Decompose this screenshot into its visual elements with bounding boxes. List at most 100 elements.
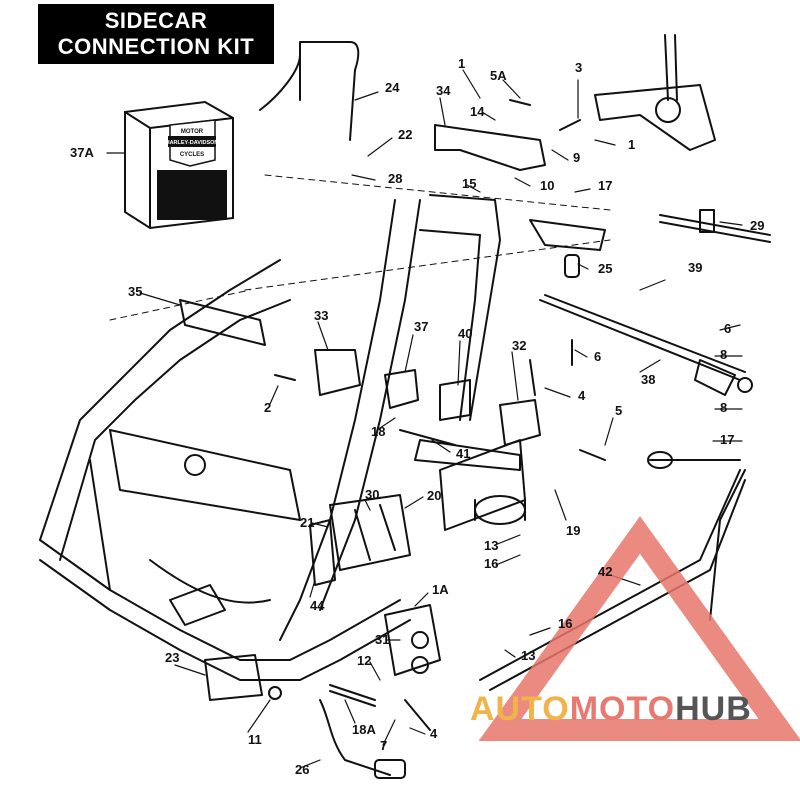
callout-label: 8 [720,347,727,362]
callout-label: 1A [432,582,449,597]
bracket-35 [179,299,266,346]
cover-44 [309,519,336,586]
callout-label: 2 [264,400,271,415]
callout-label: 30 [365,487,379,502]
bolt-5 [579,449,606,461]
callout-label: 40 [458,326,472,341]
title-line-2: CONNECTION KIT [57,34,255,59]
callout-label: 37A [70,145,94,160]
clamp-block-23 [204,654,263,701]
bracket-30 [329,494,411,571]
callout-label: 24 [385,80,400,95]
callout-label: 8 [720,400,727,415]
bracket-32 [499,399,541,446]
bolt-2 [274,374,296,381]
box-logo-line1: MOTOR [181,129,204,135]
triple-clamp [594,84,716,151]
callout-label: 38 [641,372,655,387]
title-box: SIDECAR CONNECTION KIT [38,4,274,64]
bracket-33 [314,349,361,396]
watermark-part-1: AUTO [470,690,570,728]
frame-lower-rail-2 [39,559,411,681]
callout-label: 31 [375,632,389,647]
callout-label: 1 [628,137,635,152]
title-line-1: SIDECAR [104,8,208,33]
spacer-25 [564,254,580,278]
callout-label: 5 [615,403,622,418]
callout-label: 10 [540,178,554,193]
frame-downtube-right [319,199,421,611]
callout-label: 28 [388,171,402,186]
box-logo-line3: CYCLES [180,152,204,158]
callout-label: 42 [598,564,612,579]
callout-label: 18A [352,722,376,737]
bracket-34 [434,124,546,171]
callout-label: 17 [598,178,612,193]
frame-backbone [429,194,501,421]
callout-label: 3 [575,60,582,75]
bolt-4a [529,359,536,396]
callout-label: 5A [490,68,507,83]
callout-label: 12 [357,653,371,668]
sidecar-handle [259,41,360,141]
plate-25 [529,219,606,251]
callout-label: 21 [300,515,314,530]
box-logo-line2: HARLEY-DAVIDSON [166,140,219,146]
callout-label: 39 [688,260,702,275]
callout-label: 23 [165,650,179,665]
callout-label: 7 [380,738,387,753]
callout-label: 4 [578,388,586,403]
callout-label: 14 [470,104,485,119]
watermark-part-3: HUB [675,690,752,728]
callout-label: 35 [128,284,142,299]
kit-box-37a: MOTOR HARLEY-DAVIDSON CYCLES [124,100,234,230]
watermark-triangle [478,516,800,741]
callout-label: 33 [314,308,328,323]
callout-label: 22 [398,127,412,142]
frame-rear-loop-2 [59,299,291,561]
callout-label: 15 [462,176,476,191]
callout-label: 17 [720,432,734,447]
frame-rear-loop [39,259,281,541]
bolt-4b [404,699,431,731]
frame-left-tube [89,459,111,591]
frame-rear-mount [169,584,226,626]
callout-label: 16 [484,556,498,571]
spring-41 [399,429,456,446]
callout-label: 41 [456,446,470,461]
sidecar-plate [414,439,521,471]
cable-26 [319,699,391,776]
callout-label: 25 [598,261,612,276]
clamp-31 [384,604,441,676]
bolt-5a [509,99,531,106]
bracket-40 [439,379,471,421]
callout-label: 32 [512,338,526,353]
callout-label: 4 [430,726,438,741]
pin-18A [329,684,376,707]
callout-label: 6 [724,321,731,336]
callout-label: 1 [458,56,465,71]
watermark-part-2: MOTO [569,690,676,728]
frame-lower-curve [149,559,271,604]
callout-label: 13 [484,538,498,553]
callout-label: 9 [573,150,580,165]
bolt-3 [559,119,581,131]
callout-label: 26 [295,762,309,777]
callout-label: 29 [750,218,764,233]
callout-label: 37 [414,319,428,334]
frame-downtube-left [279,199,396,641]
callout-label: 16 [558,616,572,631]
callout-label: 13 [521,648,535,663]
callout-label: 6 [594,349,601,364]
watermark-logo: AUTOMOTOHUB [470,690,752,738]
callout-label: 18 [371,424,385,439]
callout-label: 44 [310,598,325,613]
tie-rod-38 [539,294,746,381]
frame-backbone-inner [419,229,481,421]
callout-label: 19 [566,523,580,538]
callout-label: 11 [248,732,262,747]
callout-label: 20 [427,488,441,503]
frame-cross-hole [184,454,206,476]
